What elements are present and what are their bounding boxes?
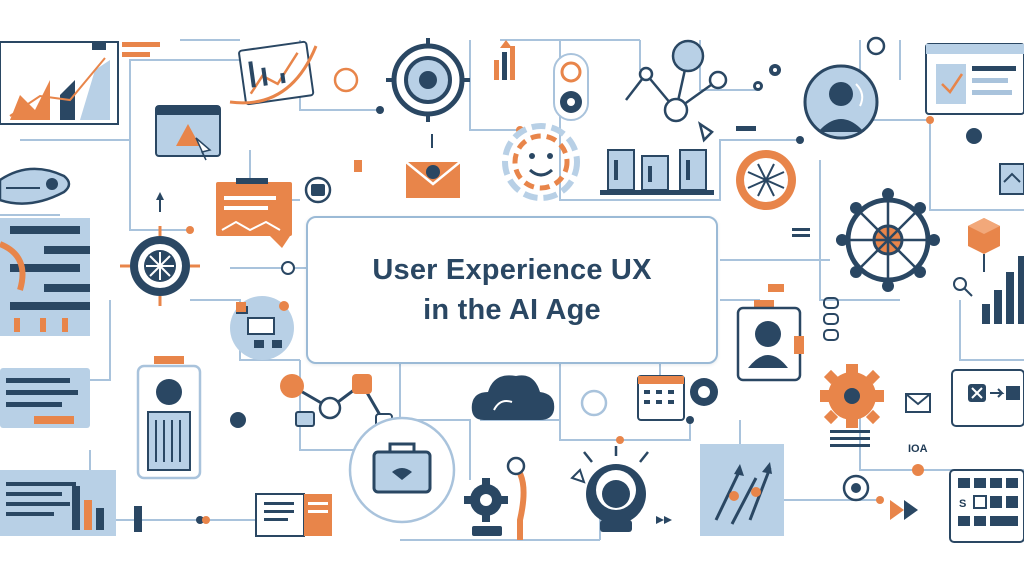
workflow-path-icon bbox=[280, 374, 393, 431]
document-icon bbox=[255, 493, 332, 537]
id-badge-icon bbox=[136, 356, 202, 480]
menu-lines-icon bbox=[830, 430, 870, 447]
browser-window-icon bbox=[155, 105, 221, 161]
calendar-icon bbox=[637, 375, 685, 421]
signal-bars-icon bbox=[953, 256, 1024, 324]
sparkle-icon bbox=[753, 64, 781, 91]
workflow-card-icon bbox=[951, 369, 1024, 427]
gears-pipe-icon bbox=[464, 456, 527, 540]
web-page-icon bbox=[925, 43, 1024, 115]
network-nodes-icon bbox=[625, 39, 728, 143]
forward-arrows-icon bbox=[890, 500, 918, 520]
report-panel-icon bbox=[0, 470, 116, 536]
mesh-globe-icon bbox=[736, 150, 796, 210]
dash-marks bbox=[736, 126, 810, 237]
chat-card-icon bbox=[216, 178, 292, 248]
strategy-arrows-icon bbox=[700, 444, 784, 536]
growth-chart-icon bbox=[238, 40, 315, 106]
connector-icon bbox=[134, 506, 142, 532]
envelope-icon bbox=[405, 161, 461, 198]
hexagon-node-icon bbox=[968, 218, 1000, 272]
title-card: User Experience UX in the AI Age bbox=[306, 216, 718, 364]
play-arrow-icon bbox=[664, 516, 672, 524]
trend-arrows-icon bbox=[494, 40, 515, 80]
compass-icon bbox=[120, 226, 200, 306]
mail-node-icon bbox=[905, 393, 931, 413]
mini-robot-icon bbox=[842, 474, 870, 502]
target-icon bbox=[386, 38, 470, 122]
gear-icon bbox=[820, 364, 884, 428]
briefcase-icon bbox=[348, 416, 456, 524]
bar-chart-icon bbox=[0, 41, 160, 125]
gear-network-icon bbox=[836, 188, 940, 292]
label-s: S bbox=[959, 498, 966, 510]
node-dot bbox=[912, 464, 924, 476]
play-arrow-icon bbox=[656, 516, 664, 524]
keyboard-icon: S bbox=[949, 469, 1024, 543]
cloud-icon bbox=[471, 375, 555, 420]
title-line-1: User Experience UX bbox=[372, 254, 652, 286]
circuit-nodes bbox=[186, 36, 982, 524]
user-avatar-icon bbox=[803, 64, 879, 140]
profile-card-icon bbox=[736, 300, 804, 382]
chain-link-icon bbox=[823, 297, 839, 341]
document-panel-icon bbox=[0, 368, 90, 428]
label-ioa: IOA bbox=[908, 443, 928, 455]
switch-panel-icon bbox=[553, 53, 589, 121]
home-screen-icon bbox=[999, 163, 1024, 195]
swoosh-arrow bbox=[229, 45, 318, 105]
badge-icon bbox=[304, 176, 332, 204]
lightbulb-icon bbox=[570, 446, 649, 532]
node-dot bbox=[202, 516, 210, 524]
robot-badge-icon bbox=[690, 378, 718, 406]
settings-panel-icon bbox=[0, 218, 90, 336]
small-orange-node bbox=[236, 160, 784, 312]
smiley-face-icon bbox=[502, 123, 580, 201]
robot-head-icon bbox=[0, 167, 71, 205]
server-racks-icon bbox=[600, 149, 714, 195]
up-arrow-icon bbox=[156, 134, 433, 212]
title-line-2: in the AI Age bbox=[423, 294, 601, 326]
